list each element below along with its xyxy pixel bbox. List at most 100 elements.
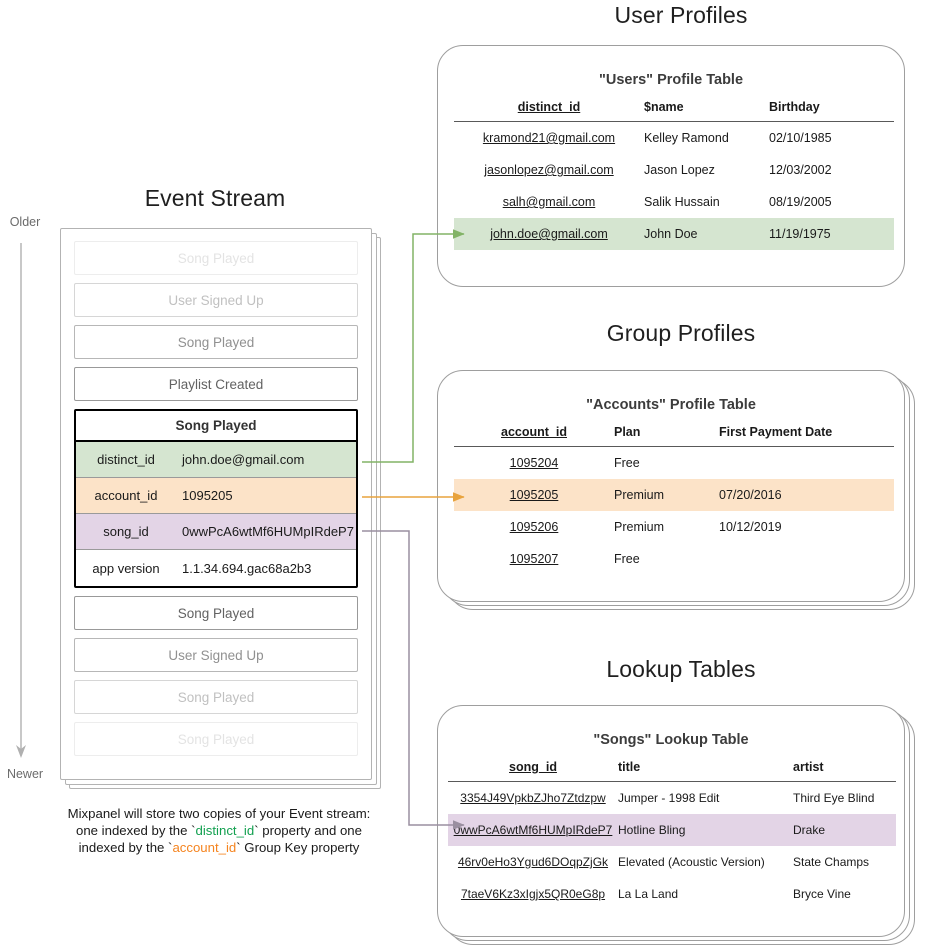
cell-birthday: 02/10/1985 xyxy=(769,131,832,145)
cell-artist: State Champs xyxy=(793,855,870,869)
cell-account-id: 1095206 xyxy=(509,520,559,534)
cell-title: Jumper - 1998 Edit xyxy=(618,791,720,805)
time-axis: Older Newer xyxy=(0,215,60,785)
table-header-row: distinct_id $name Birthday xyxy=(454,100,894,122)
event-stream-card: Song Played User Signed Up Song Played P… xyxy=(60,228,372,780)
event-item[interactable]: User Signed Up xyxy=(74,638,358,672)
cell-name: Salik Hussain xyxy=(644,195,720,209)
cell-song-id: 46rv0eHo3Ygud6DOqpZjGk xyxy=(457,855,609,869)
column-header-account-id: account_id xyxy=(454,425,614,447)
expanded-event-name: Song Played xyxy=(76,411,356,442)
table-row[interactable]: 1095204 Free xyxy=(454,447,894,480)
table-row[interactable]: salh@gmail.com Salik Hussain 08/19/2005 xyxy=(454,186,894,218)
cell-distinct-id: kramond21@gmail.com xyxy=(482,131,616,145)
section-title-user-profiles: User Profiles xyxy=(614,2,748,28)
cell-plan: Premium xyxy=(614,520,665,534)
axis-arrow-icon xyxy=(16,243,26,758)
property-value: 1.1.34.694.gac68a2b3 xyxy=(182,560,312,576)
property-value: john.doe@gmail.com xyxy=(182,452,305,467)
cell-title: Hotline Bling xyxy=(618,814,793,846)
column-header-artist: artist xyxy=(793,760,896,782)
cell-name: Jason Lopez xyxy=(644,163,715,177)
cell-first-payment-date: 07/20/2016 xyxy=(719,479,894,511)
event-property-song-id: song_id 0wwPcA6wtMf6HUMpIRdeP7 xyxy=(76,514,356,550)
event-item[interactable]: Playlist Created xyxy=(74,367,358,401)
table-row-highlighted[interactable]: john.doe@gmail.com John Doe 11/19/1975 xyxy=(454,218,894,250)
cell-first-payment-date xyxy=(719,447,894,480)
table-row-highlighted[interactable]: 0wwPcA6wtMf6HUMpIRdeP7 Hotline Bling Dra… xyxy=(448,814,896,846)
caption-line-2-a: one indexed by the ` xyxy=(76,823,196,838)
column-header-distinct-id: distinct_id xyxy=(454,100,644,122)
cell-account-id: 1095207 xyxy=(509,552,559,566)
cell-song-id: 7taeV6Kz3xIgjx5QR0eG8p xyxy=(460,887,606,901)
caption-account-id-keyword: account_id xyxy=(172,840,237,855)
lookup-tables-panel: "Songs" Lookup Table song_id title artis… xyxy=(437,705,905,937)
group-profiles-panel: "Accounts" Profile Table account_id Plan… xyxy=(437,370,905,602)
table-row[interactable]: jasonlopez@gmail.com Jason Lopez 12/03/2… xyxy=(454,154,894,186)
section-title-lookup-tables: Lookup Tables xyxy=(606,656,756,682)
column-header-first-payment-date: First Payment Date xyxy=(719,425,894,447)
column-header-birthday: Birthday xyxy=(769,100,894,122)
table-row[interactable]: 1095206 Premium 10/12/2019 xyxy=(454,511,894,543)
cell-song-id: 3354J49VpkbZJho7Ztdzpw xyxy=(460,791,606,805)
event-property-app-version: app version 1.1.34.694.gac68a2b3 xyxy=(76,550,356,586)
cell-birthday: 11/19/1975 xyxy=(769,218,894,250)
cell-account-id: 1095204 xyxy=(509,456,559,470)
users-table-title: "Users" Profile Table xyxy=(598,72,744,88)
events-before-list: Song Played User Signed Up Song Played P… xyxy=(74,241,358,401)
user-profiles-panel: "Users" Profile Table distinct_id $name … xyxy=(437,45,905,287)
table-row[interactable]: 46rv0eHo3Ygud6DOqpZjGk Elevated (Acousti… xyxy=(448,846,896,878)
cell-name: Kelley Ramond xyxy=(644,131,729,145)
event-item[interactable]: Song Played xyxy=(74,325,358,359)
table-header-row: account_id Plan First Payment Date xyxy=(454,425,894,447)
property-key: app version xyxy=(92,560,160,576)
cell-account-id: 1095205 xyxy=(454,479,614,511)
section-title-group-profiles: Group Profiles xyxy=(606,320,756,346)
cell-plan: Premium xyxy=(614,479,719,511)
cell-distinct-id: john.doe@gmail.com xyxy=(454,218,644,250)
event-item[interactable]: Song Played xyxy=(74,722,358,756)
users-table: distinct_id $name Birthday kramond21@gma… xyxy=(454,100,894,250)
cell-plan: Free xyxy=(614,456,640,470)
property-key: account_id xyxy=(94,488,158,503)
cell-distinct-id: salh@gmail.com xyxy=(502,195,596,209)
cell-song-id: 0wwPcA6wtMf6HUMpIRdeP7 xyxy=(448,814,618,846)
property-value: 0wwPcA6wtMf6HUMpIRdeP7 xyxy=(182,524,354,539)
table-row[interactable]: kramond21@gmail.com Kelley Ramond 02/10/… xyxy=(454,122,894,155)
expanded-event-card[interactable]: Song Played distinct_id john.doe@gmail.c… xyxy=(74,409,358,588)
event-item[interactable]: User Signed Up xyxy=(74,283,358,317)
caption-line-3-a: indexed by the ` xyxy=(78,840,173,855)
cell-title: La La Land xyxy=(618,887,679,901)
table-row[interactable]: 7taeV6Kz3xIgjx5QR0eG8p La La Land Bryce … xyxy=(448,878,896,910)
event-item[interactable]: Song Played xyxy=(74,241,358,275)
table-row[interactable]: 3354J49VpkbZJho7Ztdzpw Jumper - 1998 Edi… xyxy=(448,782,896,815)
event-item[interactable]: Song Played xyxy=(74,596,358,630)
caption-line-1: Mixpanel will store two copies of your E… xyxy=(67,806,371,821)
cell-title: Elevated (Acoustic Version) xyxy=(618,855,765,869)
cell-first-payment-date: 10/12/2019 xyxy=(719,520,782,534)
cell-plan: Free xyxy=(614,552,640,566)
caption-line-2-b: ` property and one xyxy=(254,823,362,838)
table-row[interactable]: 1095207 Free xyxy=(454,543,894,575)
event-item[interactable]: Song Played xyxy=(74,680,358,714)
table-header-row: song_id title artist xyxy=(448,760,896,782)
cell-artist: Third Eye Blind xyxy=(793,791,875,805)
column-header-plan: Plan xyxy=(614,425,719,447)
property-key: distinct_id xyxy=(97,452,155,467)
table-row-highlighted[interactable]: 1095205 Premium 07/20/2016 xyxy=(454,479,894,511)
cell-distinct-id: jasonlopez@gmail.com xyxy=(484,163,614,177)
property-key: song_id xyxy=(103,524,149,539)
axis-label-newer: Newer xyxy=(6,767,44,781)
caption-distinct-id-keyword: distinct_id xyxy=(195,823,255,838)
cell-first-payment-date xyxy=(719,543,894,575)
caption-line-3-b: ` Group Key property xyxy=(236,840,360,855)
songs-table: song_id title artist 3354J49VpkbZJho7Ztd… xyxy=(448,760,896,910)
cell-birthday: 12/03/2002 xyxy=(769,163,832,177)
axis-label-older: Older xyxy=(9,215,41,229)
cell-name: John Doe xyxy=(644,218,769,250)
event-property-account-id: account_id 1095205 xyxy=(76,478,356,514)
cell-artist: Bryce Vine xyxy=(793,887,851,901)
column-header-name: $name xyxy=(644,100,769,122)
event-property-distinct-id: distinct_id john.doe@gmail.com xyxy=(76,442,356,478)
